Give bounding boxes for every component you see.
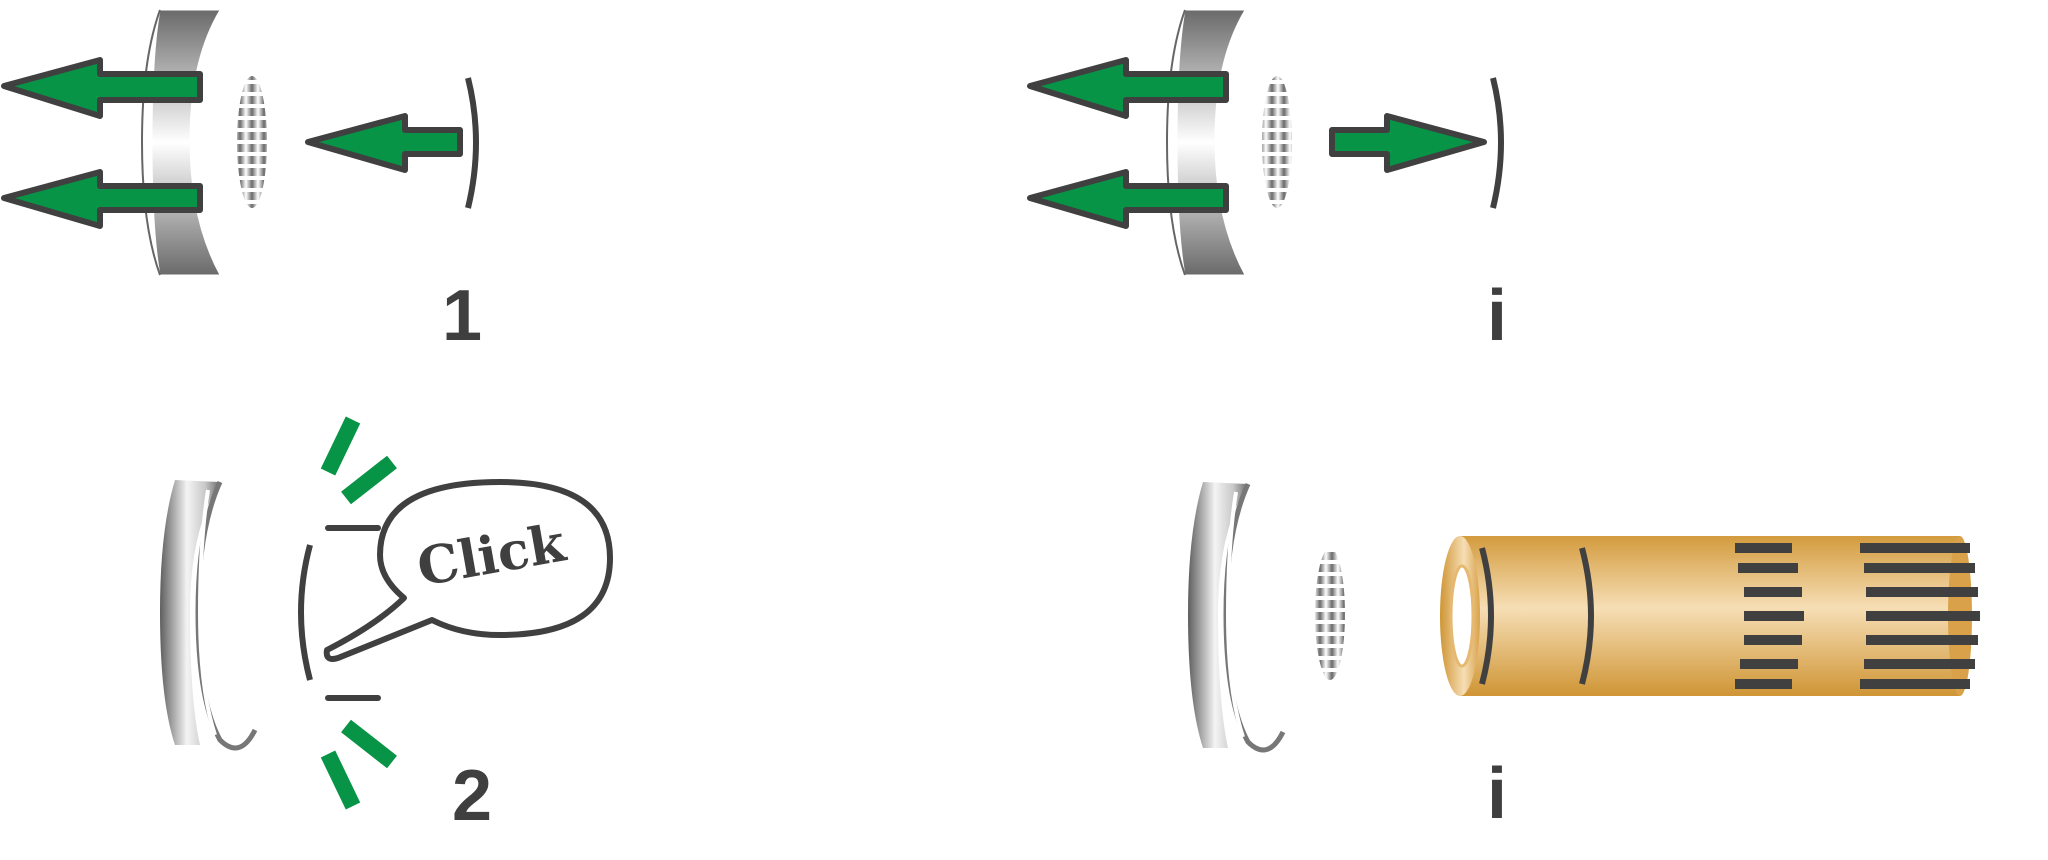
tick-lines-left: [1735, 543, 1804, 689]
step-label-1: 1: [442, 276, 482, 356]
burst-mark: [341, 719, 397, 769]
ring-crescent: [1176, 9, 1246, 276]
ring-crescent: [160, 480, 220, 745]
lens-dashed: [1315, 548, 1345, 680]
arrow-right-short: [1329, 113, 1487, 173]
bracket-right: [1479, 547, 1494, 685]
arrow-left-bottom: [1, 169, 203, 229]
burst-mark: [320, 750, 361, 810]
lens-dashed: [237, 76, 267, 208]
ring-crescent: [1188, 482, 1248, 748]
arrow-left-top: [1, 57, 203, 119]
panel-top-left: 1: [1, 9, 482, 356]
panel-top-right: i: [1027, 9, 1507, 356]
step-label-2: 2: [452, 756, 492, 836]
lens-dashed: [1262, 76, 1292, 208]
panel-bottom-left: Click 2: [160, 416, 613, 836]
burst-mark: [320, 416, 361, 476]
bracket-right: [1490, 77, 1504, 209]
tick-lines-right: [1860, 543, 1980, 689]
arrow-left-top: [1027, 57, 1229, 119]
step-label-i: i: [1487, 754, 1507, 834]
burst-mark: [341, 455, 397, 505]
speech-bubble: [323, 479, 613, 662]
arrow-left-bottom: [1027, 169, 1229, 229]
bracket-left: [298, 544, 313, 681]
bracket-right: [1579, 547, 1594, 685]
panel-bottom-right: i: [1188, 482, 1980, 834]
bracket-right: [465, 77, 479, 209]
step-label-i: i: [1487, 276, 1507, 356]
ring-crescent: [151, 9, 221, 276]
arrow-left-short: [305, 113, 463, 173]
